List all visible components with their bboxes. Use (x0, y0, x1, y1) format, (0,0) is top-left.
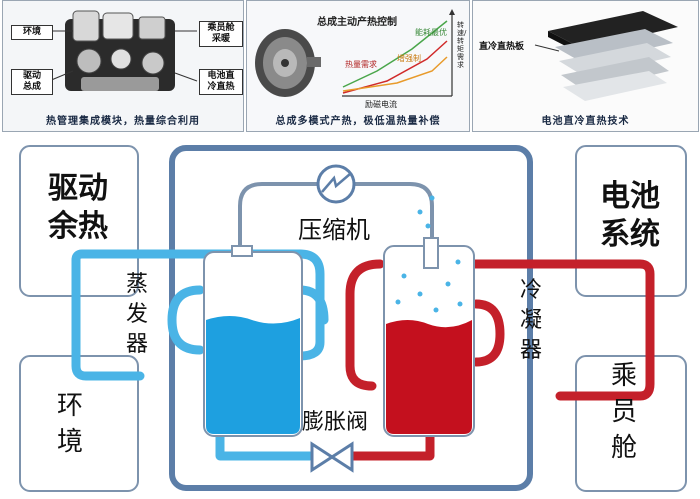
label-evaporator: 蒸 发 器 (125, 272, 148, 357)
curve-energy-optimal (342, 20, 448, 88)
curve-enhanced (342, 56, 448, 92)
box-battery-system (575, 145, 687, 297)
label-cabin-heating: 乘员舱 采暖 (199, 21, 243, 47)
cold-loop (71, 249, 329, 461)
panel-active-heat-control: 总成主动产热控制 能耗最优 热量需求 增强制 励磁电流 转速/转矩需求 总成多模… (246, 0, 470, 132)
label-drive-assembly: 驱动 总成 (11, 69, 53, 95)
heat-pump-diagram (0, 134, 700, 499)
panel3-caption: 电池直冷直热技术 (541, 116, 630, 127)
panel2-caption: 总成多模式产热，极低温热量补偿 (275, 116, 441, 127)
legend-heat-demand: 热量需求 (345, 60, 377, 69)
label-compressor: 压缩机 (298, 216, 370, 244)
expansion-valve-icon (310, 441, 354, 473)
hot-loop (345, 259, 655, 461)
legend-energy-optimal: 能耗最优 (415, 28, 447, 37)
panel1-caption: 热管理集成模块，热量综合利用 (46, 116, 200, 127)
label-battery-system: 电池 系统 (600, 179, 660, 252)
compressor-line (238, 182, 434, 246)
panel2-title: 总成主动产热控制 (317, 17, 397, 28)
label-drive-waste-heat: 驱动 余热 (48, 171, 108, 244)
label-cabin: 乘 员 舱 (610, 361, 637, 463)
compressor-icon (316, 164, 356, 204)
chart-ylabel: 转速/转矩需求 (457, 21, 467, 69)
plate-label: 直冷直热板 (479, 42, 525, 52)
legend-enhanced: 增强制 (397, 54, 421, 63)
module-body (65, 10, 175, 91)
label-environment-main: 环 境 (56, 391, 83, 457)
condenser-tank (383, 195, 475, 437)
chart-xlabel: 励磁电流 (365, 100, 397, 109)
panel-battery-direct-cooling: 直冷直热板 电池直冷直热技术 (472, 0, 699, 132)
evaporator-tank (203, 245, 303, 437)
plate-stack (548, 11, 678, 101)
label-expansion-valve: 膨胀阀 (302, 410, 369, 435)
panel-thermal-module: 环境 驱动 总成 乘员舱 采暖 电池直 冷直热 热管理集成模块，热量综合利用 (2, 0, 244, 132)
battery-plate-image (473, 1, 698, 131)
active-heat-image (247, 1, 469, 131)
box-cabin (575, 355, 687, 492)
label-condenser: 冷 凝 器 (519, 278, 542, 363)
label-battery-direct: 电池直 冷直热 (199, 69, 243, 95)
label-environment: 环境 (11, 25, 53, 40)
motor-illustration (255, 29, 321, 97)
